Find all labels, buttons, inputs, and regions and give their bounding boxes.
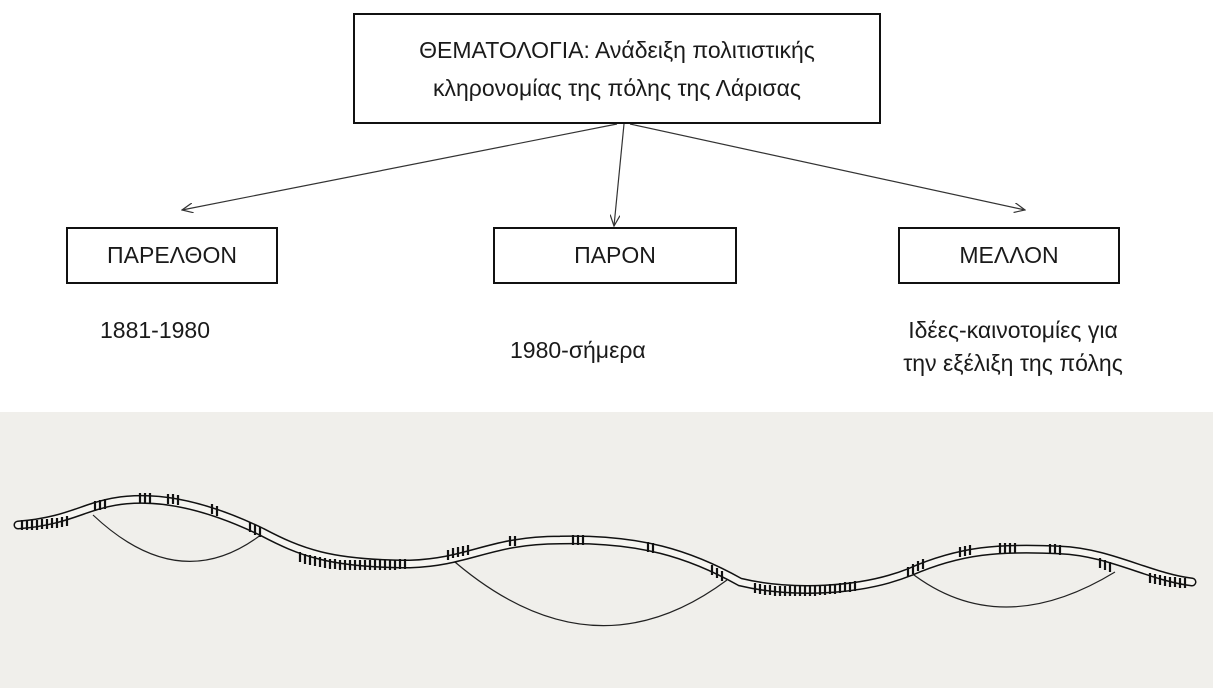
tick-cluster-6 [906,543,1112,577]
timeline-arc-present [447,555,728,627]
tick-cluster-7 [1148,573,1187,588]
arrow-to-present [614,123,625,226]
theme-title-line-2: κληρονομίας της πόλης της Λάρισας [433,74,801,101]
timeline-arc-past [92,514,263,562]
tick-cluster-2 [93,493,262,537]
connector-arrows [0,123,1213,412]
period-heading-present: ΠΑΡΟΝ [574,242,656,268]
tick-cluster-4 [446,535,724,581]
period-heading-future: ΜΕΛΛΟΝ [959,242,1059,268]
period-description-future: Ιδέες-καινοτομίες για την εξέλιξη της πό… [848,314,1178,380]
period-heading-past: ΠΑΡΕΛΘΟΝ [107,242,237,268]
wavy-timeline-illustration [13,493,1197,627]
tick-cluster-3 [298,552,407,570]
timeline-ticks [20,493,1187,596]
period-box-present: ΠΑΡΟΝ [493,227,737,284]
theme-title-box: ΘΕΜΑΤΟΛΟΓΙΑ: Ανάδειξη πολιτιστικής κληρο… [353,13,881,124]
theme-title-line-1: ΘΕΜΑΤΟΛΟΓΙΑ: Ανάδειξη πολιτιστικής [419,36,815,63]
tick-cluster-1 [20,516,69,530]
period-range-past: 1881-1980 [100,314,280,347]
arrow-to-past [182,123,618,210]
period-box-past: ΠΑΡΕΛΘΟΝ [66,227,278,284]
period-box-future: ΜΕΛΛΟΝ [898,227,1120,284]
tick-cluster-5 [753,581,857,596]
period-range-present-text: 1980-σήμερα [510,337,646,363]
period-range-present: 1980-σήμερα [510,334,690,367]
arrow-to-future [629,123,1025,210]
timeline-arc-future [909,571,1116,608]
timeline-illustration-panel [0,412,1213,688]
period-range-past-text: 1881-1980 [100,317,210,343]
period-description-future-line-2: την εξέλιξη της πόλης [903,350,1123,376]
period-description-future-line-1: Ιδέες-καινοτομίες για [908,317,1118,343]
